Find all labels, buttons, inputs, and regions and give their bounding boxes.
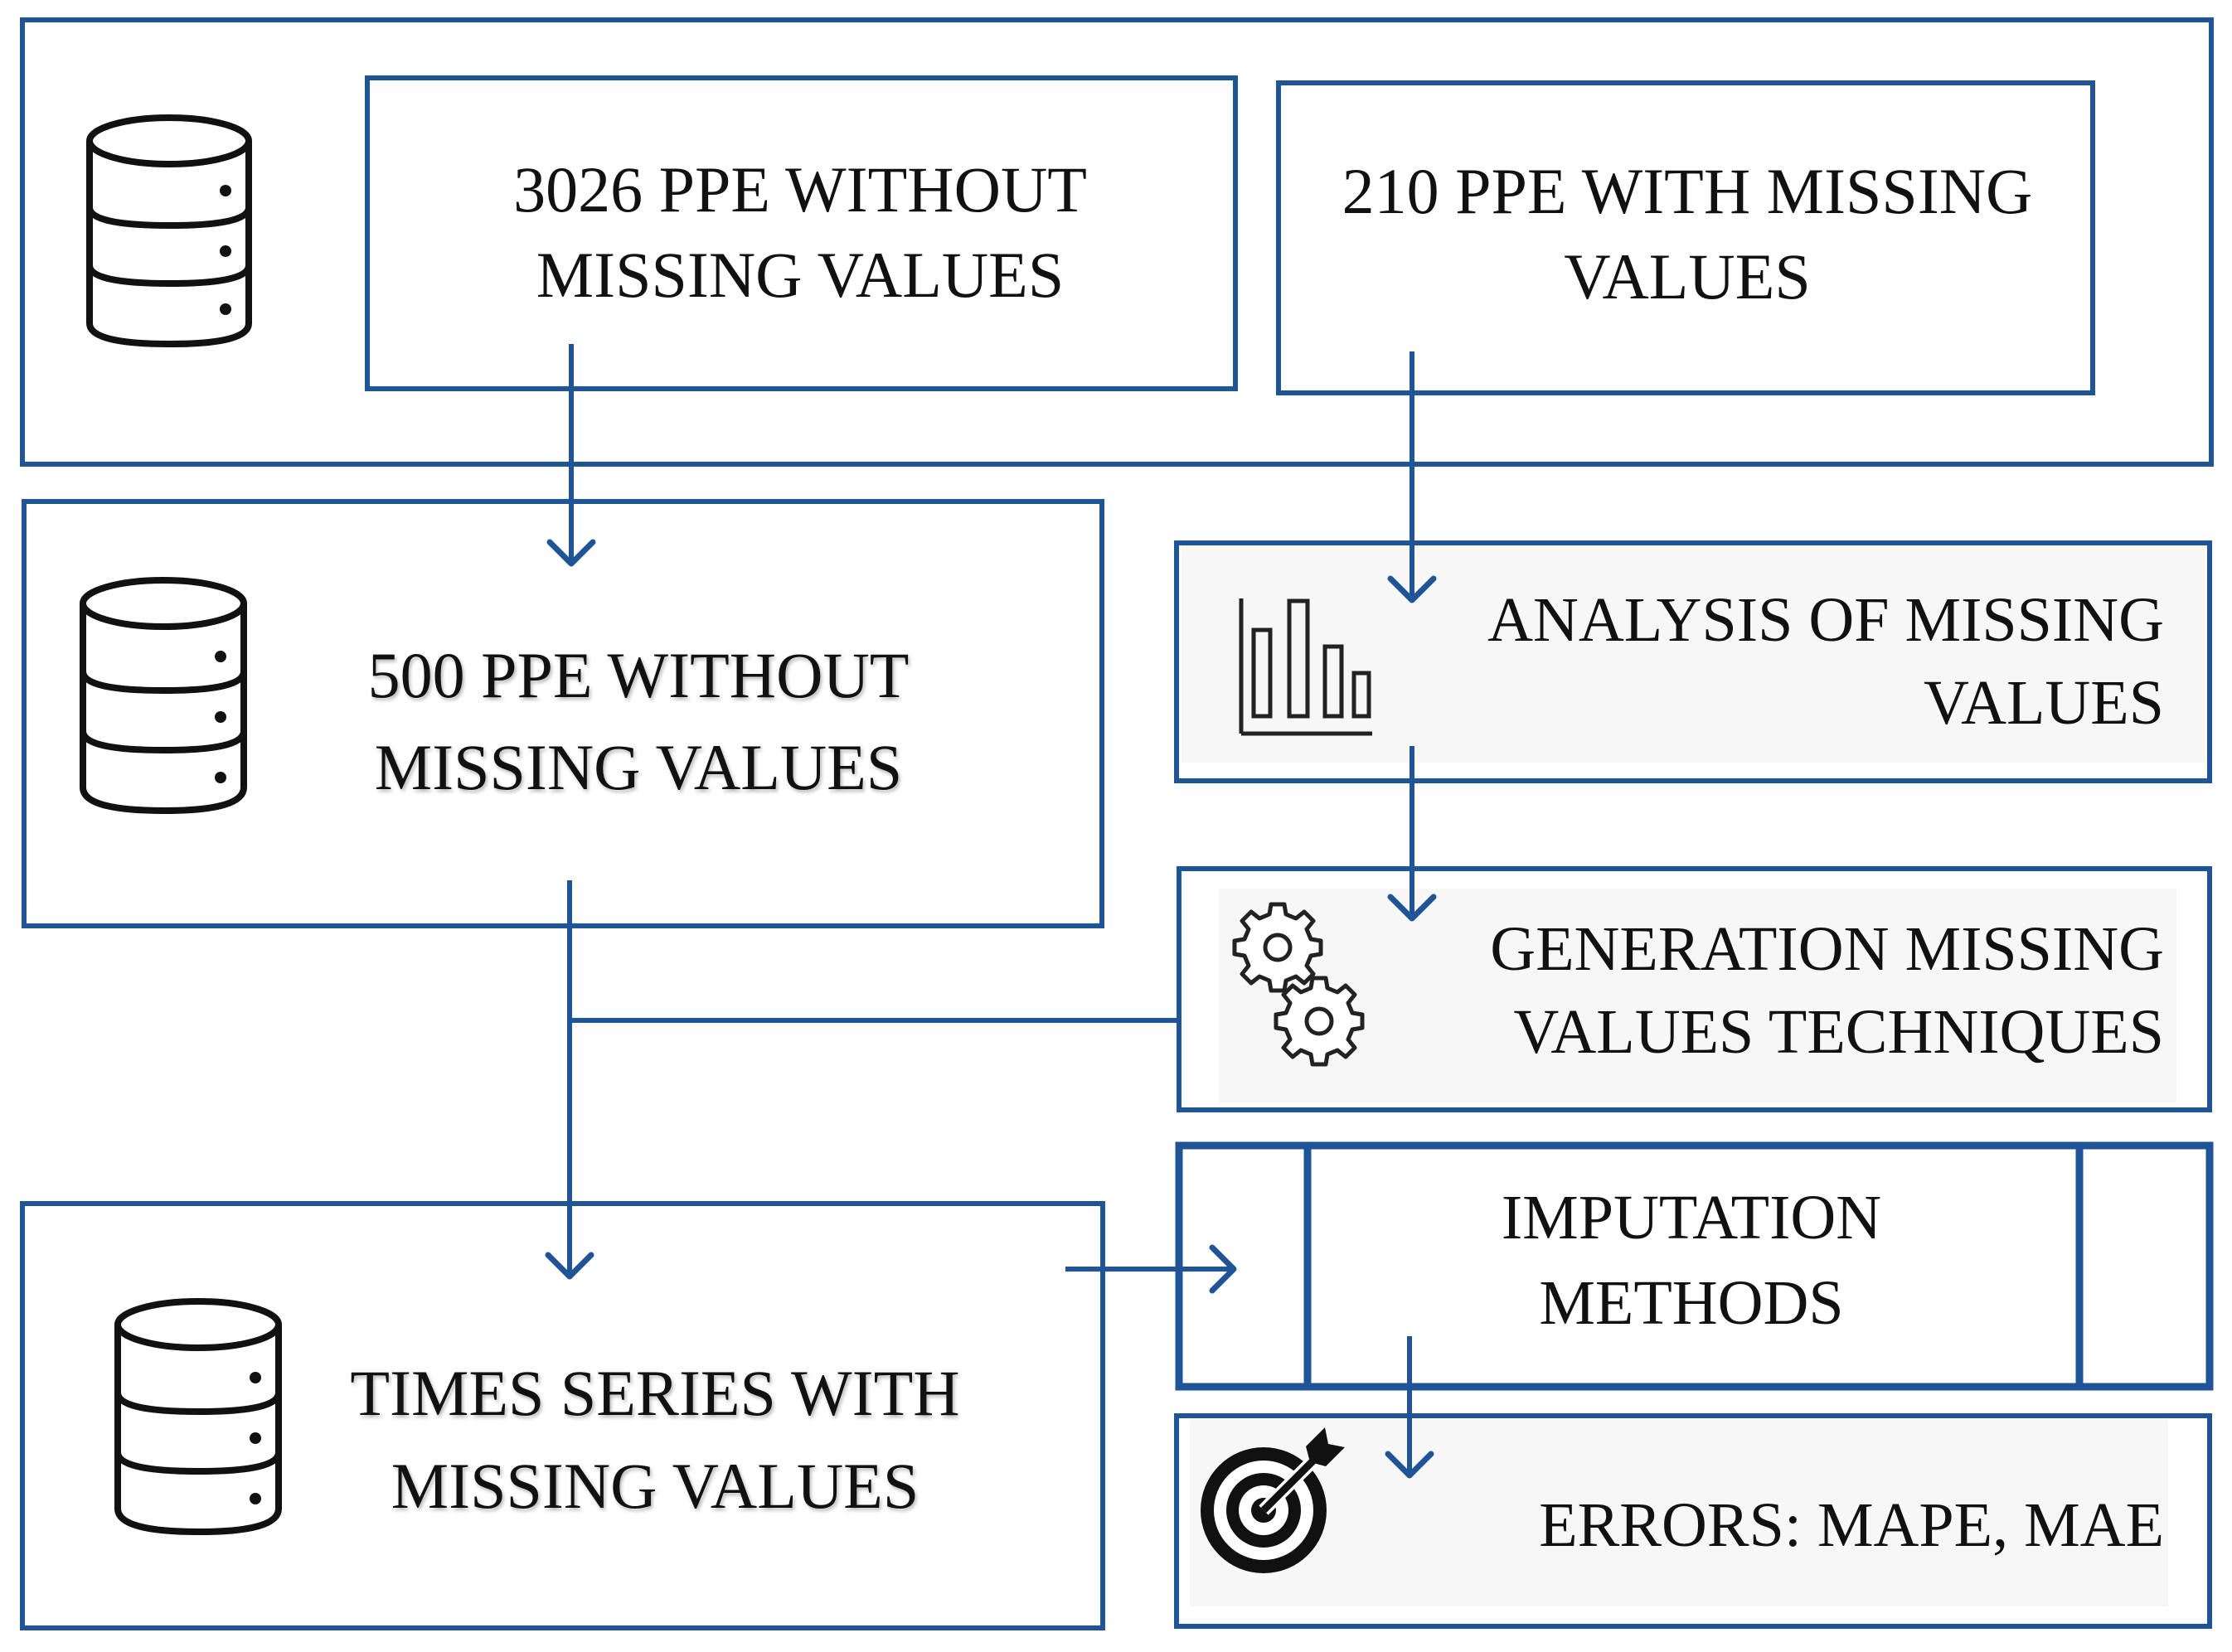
times-series-box: [20, 1201, 1105, 1630]
imputation-box: [1175, 1141, 2214, 1391]
without-missing-box: [365, 75, 1238, 391]
database-icon: [86, 114, 252, 348]
analysis-box: [1174, 540, 2212, 783]
sample-500-box: [22, 499, 1104, 928]
with-missing-box: [1276, 80, 2095, 395]
database-icon: [114, 1298, 282, 1536]
gears-icon: [1232, 902, 1365, 1067]
target-icon: [1201, 1427, 1345, 1573]
errors-label: ERRORS: MAPE, MAE: [1539, 1490, 2164, 1560]
errors-panel-bg: [1190, 1416, 2168, 1606]
generation-panel-bg: [1219, 889, 2176, 1102]
bar-chart-icon: [1239, 598, 1372, 736]
errors-box: [1174, 1413, 2212, 1629]
generation-box: [1177, 866, 2212, 1112]
database-icon: [80, 577, 247, 815]
analysis-panel-bg: [1182, 543, 2205, 763]
dataset-group-frame: [20, 17, 2214, 467]
